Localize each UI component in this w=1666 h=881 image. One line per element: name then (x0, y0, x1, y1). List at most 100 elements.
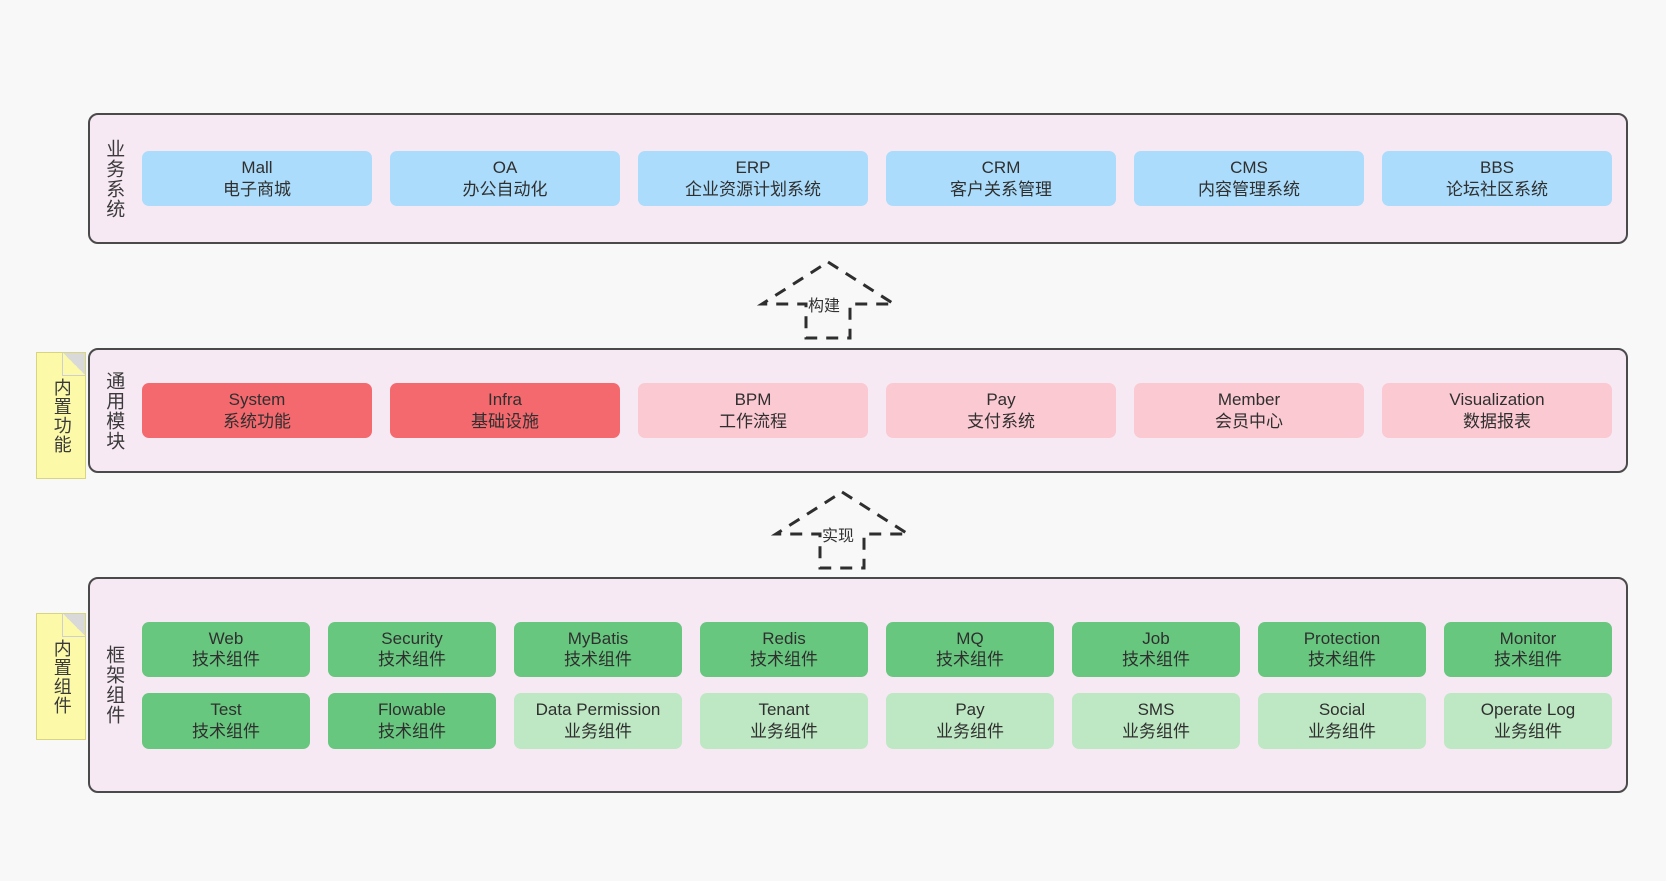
node-label-cn: 技术组件 (192, 650, 260, 670)
node-label-cn: 工作流程 (719, 411, 787, 431)
node-bpm[interactable]: BPM 工作流程 (638, 382, 868, 439)
node-label-cn: 技术组件 (378, 650, 446, 670)
node-data-permission[interactable]: Data Permission 业务组件 (514, 693, 682, 749)
node-label-en: Infra (487, 389, 523, 409)
node-monitor[interactable]: Monitor 技术组件 (1444, 621, 1612, 677)
node-system[interactable]: System 系统功能 (142, 382, 372, 439)
node-label-en: Social (1318, 700, 1366, 719)
node-flowable[interactable]: Flowable 技术组件 (328, 693, 496, 749)
sticky-note-builtin-function: 内置功能 (36, 352, 86, 479)
connector-implement: 实现 (770, 488, 914, 570)
node-redis[interactable]: Redis 技术组件 (700, 621, 868, 677)
sticky-note-builtin-component: 内置组件 (36, 613, 86, 740)
node-label-cn: 电子商城 (223, 179, 291, 199)
layer-title-framework-component: 框架组件 (103, 645, 125, 725)
node-mq[interactable]: MQ 技术组件 (886, 621, 1054, 677)
node-label-en: Monitor (1499, 628, 1557, 648)
node-label-cn: 业务组件 (750, 721, 818, 741)
node-cms[interactable]: CMS 内容管理系统 (1134, 150, 1364, 207)
node-label-en: CRM (981, 157, 1021, 177)
node-member[interactable]: Member 会员中心 (1134, 382, 1364, 439)
node-label-cn: 技术组件 (192, 721, 260, 741)
layer-title-common-module: 通用模块 (103, 370, 125, 451)
node-label-en: Member (1217, 389, 1281, 409)
node-label-en: System (228, 389, 286, 409)
node-label-en: Pay (986, 389, 1016, 409)
node-crm[interactable]: CRM 客户关系管理 (886, 150, 1116, 207)
node-label-en: Redis (762, 628, 806, 648)
layer-body-framework-component: Web 技术组件 Security 技术组件 MyBatis 技术组件 Redi… (136, 579, 1626, 791)
row: System 系统功能 Infra 基础设施 BPM 工作流程 Pay 支付系统… (142, 382, 1612, 439)
node-infra[interactable]: Infra 基础设施 (390, 382, 620, 439)
node-label-en: MQ (956, 628, 984, 648)
layer-common-module: 通用模块 System 系统功能 Infra 基础设施 BPM 工作流程 Pay… (88, 348, 1628, 473)
node-label-en: BPM (734, 389, 772, 409)
node-label-cn: 技术组件 (1122, 650, 1190, 670)
node-oa[interactable]: OA 办公自动化 (390, 150, 620, 207)
node-label-en: CMS (1230, 157, 1268, 177)
node-label-cn: 业务组件 (1308, 721, 1376, 741)
dashed-up-arrow-icon (770, 490, 914, 570)
node-label-cn: 系统功能 (223, 411, 291, 431)
node-label-cn: 业务组件 (1122, 721, 1190, 741)
node-label-en: BBS (1479, 157, 1515, 177)
connector-build-label: 构建 (808, 298, 841, 315)
node-label-en: Test (210, 700, 242, 719)
connector-build: 构建 (756, 258, 900, 340)
node-label-cn: 技术组件 (936, 650, 1004, 670)
sticky-note-label: 内置功能 (51, 377, 72, 454)
node-label-cn: 办公自动化 (462, 179, 548, 199)
node-social[interactable]: Social 业务组件 (1258, 693, 1426, 749)
layer-body-business-system: Mall 电子商城 OA 办公自动化 ERP 企业资源计划系统 CRM 客户关系… (136, 115, 1626, 242)
node-sms[interactable]: SMS 业务组件 (1072, 693, 1240, 749)
row: Mall 电子商城 OA 办公自动化 ERP 企业资源计划系统 CRM 客户关系… (142, 150, 1612, 207)
node-visualization[interactable]: Visualization 数据报表 (1382, 382, 1612, 439)
node-label-cn: 客户关系管理 (950, 179, 1052, 199)
node-web[interactable]: Web 技术组件 (142, 621, 310, 677)
node-security[interactable]: Security 技术组件 (328, 621, 496, 677)
node-label-cn: 技术组件 (1308, 650, 1376, 670)
node-label-cn: 技术组件 (564, 650, 632, 670)
node-label-en: Mall (241, 157, 273, 177)
dashed-up-arrow-icon (756, 260, 900, 340)
node-label-en: Security (381, 628, 443, 648)
sticky-note-label: 内置组件 (51, 638, 72, 715)
node-label-en: OA (492, 157, 518, 177)
node-pay[interactable]: Pay 支付系统 (886, 382, 1116, 439)
node-label-en: ERP (735, 157, 771, 177)
node-label-en: Tenant (758, 700, 810, 719)
node-label-en: Job (1142, 628, 1170, 648)
node-protection[interactable]: Protection 技术组件 (1258, 621, 1426, 677)
node-label-cn: 会员中心 (1215, 411, 1283, 431)
layer-business-system: 业务系统 Mall 电子商城 OA 办公自动化 ERP 企业资源计划系统 CRM… (88, 113, 1628, 244)
layer-framework-component: 框架组件 Web 技术组件 Security 技术组件 MyBatis 技术组件… (88, 577, 1628, 793)
node-pay-component[interactable]: Pay 业务组件 (886, 693, 1054, 749)
node-mybatis[interactable]: MyBatis 技术组件 (514, 621, 682, 677)
node-label-en: Pay (955, 700, 985, 719)
connector-implement-label: 实现 (822, 528, 855, 545)
node-label-cn: 业务组件 (1494, 721, 1562, 741)
node-job[interactable]: Job 技术组件 (1072, 621, 1240, 677)
node-label-cn: 支付系统 (967, 411, 1035, 431)
node-label-cn: 技术组件 (1494, 650, 1562, 670)
node-operate-log[interactable]: Operate Log 业务组件 (1444, 693, 1612, 749)
node-label-cn: 数据报表 (1463, 411, 1531, 431)
node-label-cn: 基础设施 (471, 411, 539, 431)
node-label-cn: 业务组件 (936, 721, 1004, 741)
node-label-en: Visualization (1449, 389, 1545, 409)
node-label-en: Flowable (377, 700, 447, 719)
node-bbs[interactable]: BBS 论坛社区系统 (1382, 150, 1612, 207)
node-label-cn: 技术组件 (378, 721, 446, 741)
node-label-cn: 企业资源计划系统 (685, 179, 821, 199)
node-tenant[interactable]: Tenant 业务组件 (700, 693, 868, 749)
node-label-cn: 业务组件 (564, 721, 632, 741)
row: Web 技术组件 Security 技术组件 MyBatis 技术组件 Redi… (142, 621, 1612, 677)
layer-title-business-system: 业务系统 (103, 138, 125, 219)
node-label-en: Data Permission (535, 700, 661, 719)
node-label-cn: 内容管理系统 (1198, 179, 1300, 199)
node-label-cn: 技术组件 (750, 650, 818, 670)
node-label-en: MyBatis (567, 628, 629, 648)
node-erp[interactable]: ERP 企业资源计划系统 (638, 150, 868, 207)
node-mall[interactable]: Mall 电子商城 (142, 150, 372, 207)
node-test[interactable]: Test 技术组件 (142, 693, 310, 749)
